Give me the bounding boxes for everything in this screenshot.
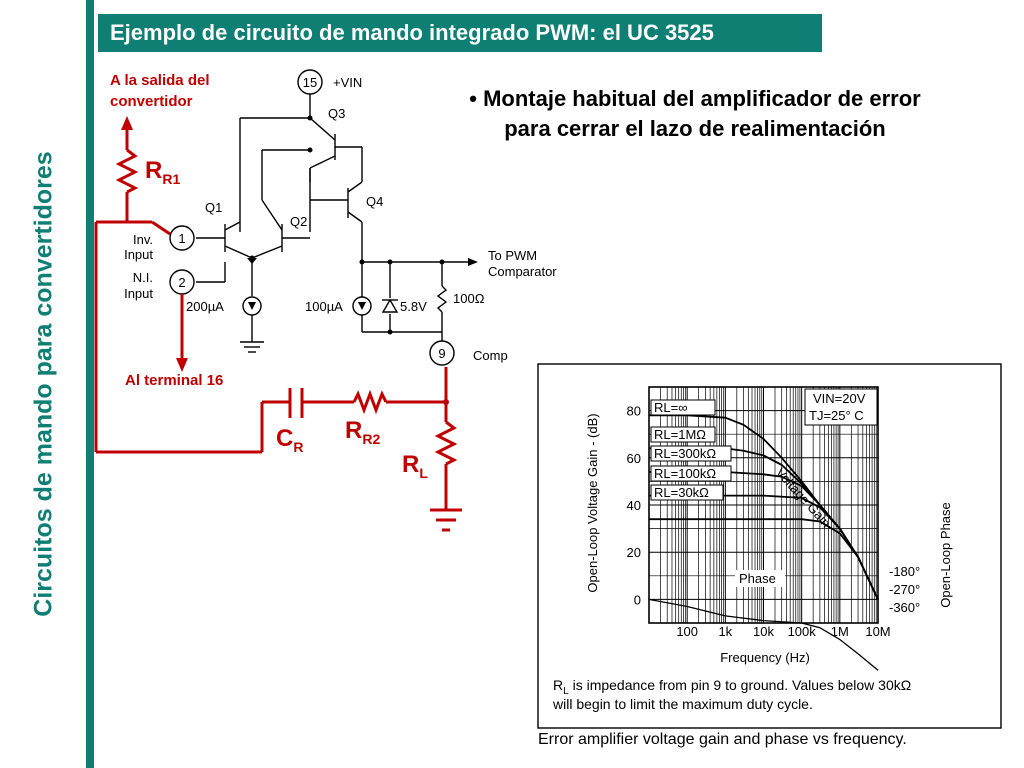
vin-label: +VIN [333,75,362,90]
chart-frame [537,363,1002,729]
pin-9-circle [429,340,455,366]
cr-label: CR [276,425,303,455]
series-label-300k: RL=300kΩ [654,446,716,461]
legend-box-3 [650,445,732,462]
resistor-100 [436,285,448,313]
resistor-rr1 [115,148,139,194]
resistor-rl [434,420,458,466]
y-tick-label: 80 [627,404,641,419]
inv-label-2: Input [124,247,153,262]
y-tick-label: 40 [627,498,641,513]
current-200-label: 200µA [186,299,224,314]
q4-label: Q4 [366,194,383,209]
pin-1-label: 1 [178,231,185,246]
series-label-100k: RL=100kΩ [654,466,716,481]
legend-box-5 [650,484,724,501]
legend-box-2 [650,426,716,443]
q2-label: Q2 [290,214,307,229]
pin-1-circle [169,225,195,251]
series-line [648,598,879,671]
chart-caption: Error amplifier voltage gain and phase v… [538,731,907,748]
phase-tick-label: -180° [889,564,920,579]
x-axis-label: Frequency (Hz) [720,650,810,665]
y-tick-label: 60 [627,451,641,466]
legend-box-4 [650,465,732,482]
series-label-1m: RL=1MΩ [654,427,706,442]
series-line [649,518,879,600]
phase-tick-label: -270° [889,582,920,597]
plot-area-border [648,386,879,624]
pin-9-label: 9 [438,346,445,361]
y-axis-label-left: Open-Loop Voltage Gain - (dB) [585,413,600,592]
pin-2-label: 2 [178,275,185,290]
y-tick-label: 0 [634,592,641,607]
zener-diode [381,298,399,313]
resistor-100-label: 100Ω [453,291,485,306]
x-tick-label: 100 [676,624,698,639]
ni-label-1: N.I. [133,270,153,285]
series-label-30k: RL=30kΩ [654,485,709,500]
pwm-label-1: To PWM [488,248,537,263]
q1-label: Q1 [205,200,222,215]
bullet-text: • Montaje habitual del amplificador de e… [420,84,970,144]
pin-15-label: 15 [303,75,317,90]
condition-vin: VIN=20V [813,391,866,406]
chart-note-line-2: will begin to limit the maximum duty cyc… [552,696,813,712]
zener-label: 5.8V [400,299,427,314]
x-tick-label: 100k [788,624,817,639]
inv-label-1: Inv. [133,232,153,247]
rr1-label: RR1 [145,157,180,187]
y-axis-label-right: Open-Loop Phase [938,502,953,608]
x-tick-label: 10k [753,624,774,639]
legend-box-1 [650,399,716,416]
x-tick-label: 1M [831,624,849,639]
rl-label: RL [402,451,428,481]
x-tick-label: 10M [865,624,890,639]
slide-title: Ejemplo de circuito de mando integrado P… [98,14,822,52]
chart-note-line-1: RL is impedance from pin 9 to ground. Va… [553,677,911,697]
y-tick-label: 20 [627,545,641,560]
output-label-1: A la salida del [110,72,210,89]
terminal-16-label: Al terminal 16 [125,372,223,389]
output-label-2: convertidor [110,93,193,110]
side-accent-bar [86,0,94,768]
resistor-rr2 [352,389,388,415]
q3-label: Q3 [328,106,345,121]
ni-label-2: Input [124,286,153,301]
phase-tick-label: -360° [889,600,920,615]
phase-curve-label: Phase [739,571,776,586]
comp-label: Comp [473,348,508,363]
bullet-line-1: • Montaje habitual del amplificador de e… [469,86,921,111]
series-label-inf: RL=∞ [654,400,687,415]
conditions-box [804,388,878,426]
bullet-line-2: para cerrar el lazo de realimentación [504,116,886,141]
circuit-diagram: 15 +VIN Q3 Q4 Q1 Q2 1 2 9 Inv. Input N.I… [94,69,557,532]
current-100-label: 100µA [305,299,343,314]
condition-tj: TJ=25° C [809,408,864,423]
rr2-label: RR2 [345,417,380,447]
gain-phase-chart: RL=∞ RL=1MΩ RL=300kΩ RL=100kΩ RL=30kΩ VI… [537,363,1002,729]
x-tick-label: 1k [718,624,732,639]
pwm-label-2: Comparator [488,264,557,279]
phase-label-box [735,570,785,587]
